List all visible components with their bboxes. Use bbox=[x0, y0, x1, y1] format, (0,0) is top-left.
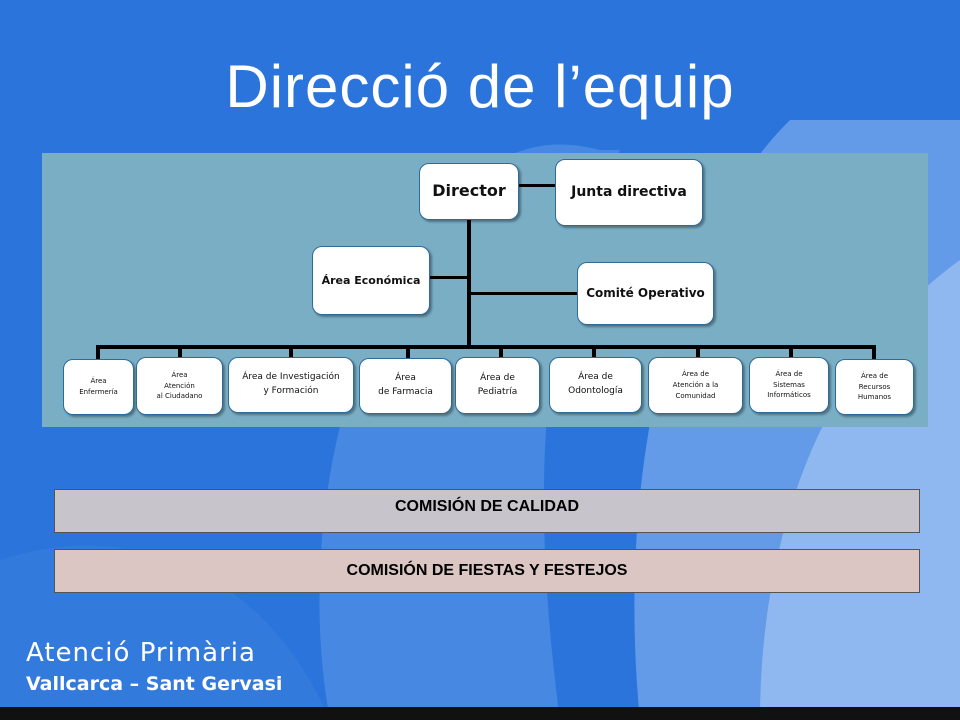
comite-operativo-node: Comité Operativo bbox=[577, 262, 714, 325]
director-label: Director bbox=[432, 181, 506, 201]
director-node: Director bbox=[419, 163, 519, 220]
area-node-atencion-ciudadano: Área Atención al Ciudadano bbox=[136, 357, 223, 415]
connector-drop bbox=[696, 345, 700, 360]
area-economica-node: Área Económica bbox=[312, 246, 430, 315]
area-node-odontologia: Área de Odontología bbox=[549, 357, 642, 413]
connector-drop bbox=[872, 345, 876, 360]
area-label: Área de Pediatría bbox=[477, 372, 518, 397]
area-node-atencion-comunidad: Área de Atención a la Comunidad bbox=[648, 357, 743, 414]
connector-drop bbox=[499, 345, 503, 360]
junta-directiva-label: Junta directiva bbox=[571, 183, 687, 200]
comision-fiestas-box: COMISIÓN DE FIESTAS Y FESTEJOS bbox=[54, 549, 920, 593]
slide-title: Direcció de l’equip bbox=[225, 53, 735, 120]
comision-calidad-label: COMISIÓN DE CALIDAD bbox=[395, 498, 579, 515]
comision-calidad-box: COMISIÓN DE CALIDAD bbox=[54, 489, 920, 533]
area-label: Área Enfermería bbox=[79, 377, 118, 396]
area-label: Área de Atención a la Comunidad bbox=[672, 370, 719, 400]
area-node-investigacion: Área de Investigación y Formación bbox=[228, 357, 354, 413]
connector-areas-bus bbox=[96, 345, 876, 349]
connector-director-junta bbox=[518, 184, 559, 187]
connector-trunk bbox=[467, 220, 471, 346]
area-label: Área Atención al Ciudadano bbox=[156, 370, 203, 401]
junta-directiva-node: Junta directiva bbox=[555, 159, 703, 226]
connector-drop bbox=[406, 345, 410, 360]
comite-operativo-label: Comité Operativo bbox=[586, 286, 705, 301]
comision-fiestas-label: COMISIÓN DE FIESTAS Y FESTEJOS bbox=[346, 562, 628, 579]
area-label: Área de Odontología bbox=[568, 372, 623, 396]
area-label: Área de Sistemas Informáticos bbox=[767, 369, 811, 400]
area-node-recursos-humanos: Área de Recursos Humanos bbox=[835, 359, 914, 415]
area-node-farmacia: Área de Farmacia bbox=[359, 358, 452, 414]
connector-drop bbox=[789, 345, 793, 360]
area-economica-label: Área Económica bbox=[321, 273, 421, 287]
org-chart-panel: Director Junta directiva Área Económica … bbox=[42, 153, 928, 427]
area-node-enfermeria: Área Enfermería bbox=[63, 359, 134, 415]
connector-area-economica bbox=[427, 276, 470, 279]
footer-brand-line2: Vallcarca – Sant Gervasi bbox=[26, 673, 283, 695]
area-node-pediatria: Área de Pediatría bbox=[455, 357, 540, 414]
connector-drop bbox=[592, 345, 596, 360]
area-label: Área de Investigación y Formación bbox=[242, 372, 340, 396]
bottom-bar bbox=[0, 707, 960, 720]
connector-comite-operativo bbox=[470, 292, 580, 295]
connector-drop bbox=[178, 345, 182, 360]
area-label: Área de Recursos Humanos bbox=[857, 371, 892, 402]
footer-brand-line1: Atenció Primària bbox=[26, 638, 256, 668]
area-node-sistemas-informaticos: Área de Sistemas Informáticos bbox=[749, 357, 829, 413]
connector-drop bbox=[96, 345, 100, 360]
area-label: Área de Farmacia bbox=[378, 373, 433, 397]
connector-drop bbox=[289, 345, 293, 360]
